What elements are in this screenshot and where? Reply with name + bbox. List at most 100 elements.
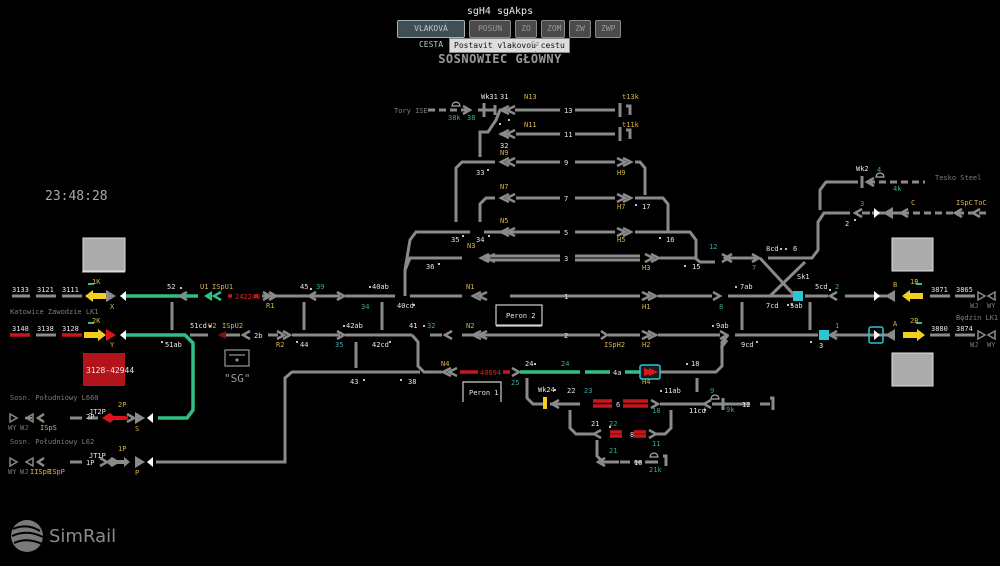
label-5ab: 5ab (790, 302, 803, 310)
yellow-direction-arrows (84, 290, 925, 341)
label-track-3: 3 (564, 255, 568, 263)
label-wk31: Wk31 (481, 93, 498, 101)
posun-button[interactable]: POSUN (469, 20, 511, 38)
small-green-marks (88, 283, 922, 324)
label-17: 17 (642, 203, 650, 211)
platform-2-label: Peron 2 (506, 312, 536, 320)
label-t13k: t13k (622, 93, 640, 101)
zw-button[interactable]: ZW (569, 20, 591, 38)
zo-button[interactable]: ZO (515, 20, 537, 38)
label-x: X (110, 303, 115, 311)
platform-1-label: Peron 1 (469, 389, 499, 397)
gray-labels: Katowice Zawodzie LK1 Sosn. Południowy L… (8, 107, 998, 476)
teal-11: 11 (652, 440, 660, 448)
entry-signals (106, 207, 895, 468)
simrail-logo-text: SimRail (49, 525, 117, 547)
signal-ispu1 (211, 290, 222, 302)
label-32: 32 (500, 142, 508, 150)
label-h7: H7 (617, 203, 625, 211)
teal-38k: 38k (448, 114, 461, 122)
label-h9: H9 (617, 169, 625, 177)
teal-12: 12 (709, 243, 717, 251)
switch-5-highlight[interactable] (793, 291, 803, 301)
active-routes (126, 294, 640, 420)
wk24-marker (543, 397, 547, 409)
label-33: 33 (476, 169, 484, 177)
white-labels: 3133 3121 3111 3148 3138 3128 3871 3865 … (12, 93, 973, 467)
label-2k: 2K (92, 317, 101, 325)
label-track-9: 9 (564, 159, 568, 167)
tooltip: Postavit vlakovou cestu (449, 38, 570, 53)
teal-labels: 39 34 35 32 25 24 23 22 21 21k 18 11 9 9… (316, 114, 902, 474)
block-3148: 3148 (12, 325, 29, 333)
label-6: 6 (793, 245, 797, 253)
label-wj-4: WJ (970, 341, 978, 349)
label-wk2: Wk2 (856, 165, 869, 173)
sg-icon[interactable] (224, 349, 250, 367)
label-43: 43 (350, 378, 358, 386)
zwp-button[interactable]: ZWP (595, 20, 621, 38)
label-u1: U1 (200, 283, 208, 291)
simrail-logo-icon (11, 520, 44, 552)
label-15: 15 (692, 263, 700, 271)
label-track-10: 10 (634, 459, 642, 467)
label-track-7: 7 (564, 195, 568, 203)
label-9cd: 9cd (741, 341, 754, 349)
label-16: 16 (666, 236, 674, 244)
teal-8: 8 (719, 303, 723, 311)
label-track-2: 2 (564, 332, 568, 340)
label-n5: N5 (500, 217, 508, 225)
teal-9k: 9k (726, 406, 735, 414)
label-iispp: IISpP (30, 468, 51, 476)
label-51ab: 51ab (165, 341, 182, 349)
block-3874: 3874 (956, 325, 973, 333)
label-n9: N9 (500, 149, 508, 157)
label-h2: H2 (642, 341, 650, 349)
block-3865: 3865 (956, 286, 973, 294)
direction-sosn-l62: Sosn. Południowy L62 (10, 438, 94, 446)
label-42ab: 42ab (346, 322, 363, 330)
label-h1: H1 (642, 303, 650, 311)
label-t11k: t11k (622, 121, 640, 129)
label-wj-3: WJ (970, 302, 978, 310)
label-2p-track: 2P (86, 413, 94, 421)
teal-2: 2 (835, 283, 839, 291)
label-ispu2: ISpU2 (222, 322, 243, 330)
label-1k: 1K (92, 278, 101, 286)
train-box[interactable] (83, 353, 125, 386)
label-2p: 2P (118, 401, 126, 409)
label-u2: U2 (208, 322, 216, 330)
label-track-1: 1 (564, 293, 568, 301)
label-jt2p: JT2P (89, 408, 106, 416)
selected-signal-a[interactable] (868, 326, 884, 344)
block-3128: 3128 (62, 325, 79, 333)
label-3: 3 (819, 342, 823, 350)
label-track-4a: 4a (613, 369, 621, 377)
label-n7: N7 (500, 183, 508, 191)
label-18: 18 (691, 360, 699, 368)
teal-1: 1 (835, 322, 839, 330)
label-42cd: 42cd (372, 341, 389, 349)
label-wy-1: WY (8, 424, 17, 432)
vlakova-cesta-button[interactable]: VLAKOVÁ CESTA (397, 20, 465, 49)
label-1p: 1P (118, 445, 126, 453)
label-9ab: 9ab (716, 322, 729, 330)
zom-button[interactable]: ZOM (541, 20, 565, 38)
signal-y-red (106, 329, 116, 341)
yellow-labels: 1K 2K X Y U1 ISpU1 U2 ISpU2 R1 R2 2P S 1… (30, 93, 987, 477)
switch-3-highlight[interactable] (819, 330, 829, 340)
label-36: 36 (426, 263, 434, 271)
label-r1: R1 (266, 302, 274, 310)
signal-chevrons (25, 104, 981, 468)
label-n2: N2 (466, 322, 474, 330)
signal-heads-white (120, 208, 880, 467)
clock: 23:48:28 (45, 189, 108, 204)
train-number-n4: 40694 (480, 369, 501, 377)
block-3111: 3111 (62, 286, 79, 294)
arrow-1p (106, 457, 118, 467)
teal-32: 32 (427, 322, 435, 330)
label-ispc: ISpC (956, 199, 973, 207)
